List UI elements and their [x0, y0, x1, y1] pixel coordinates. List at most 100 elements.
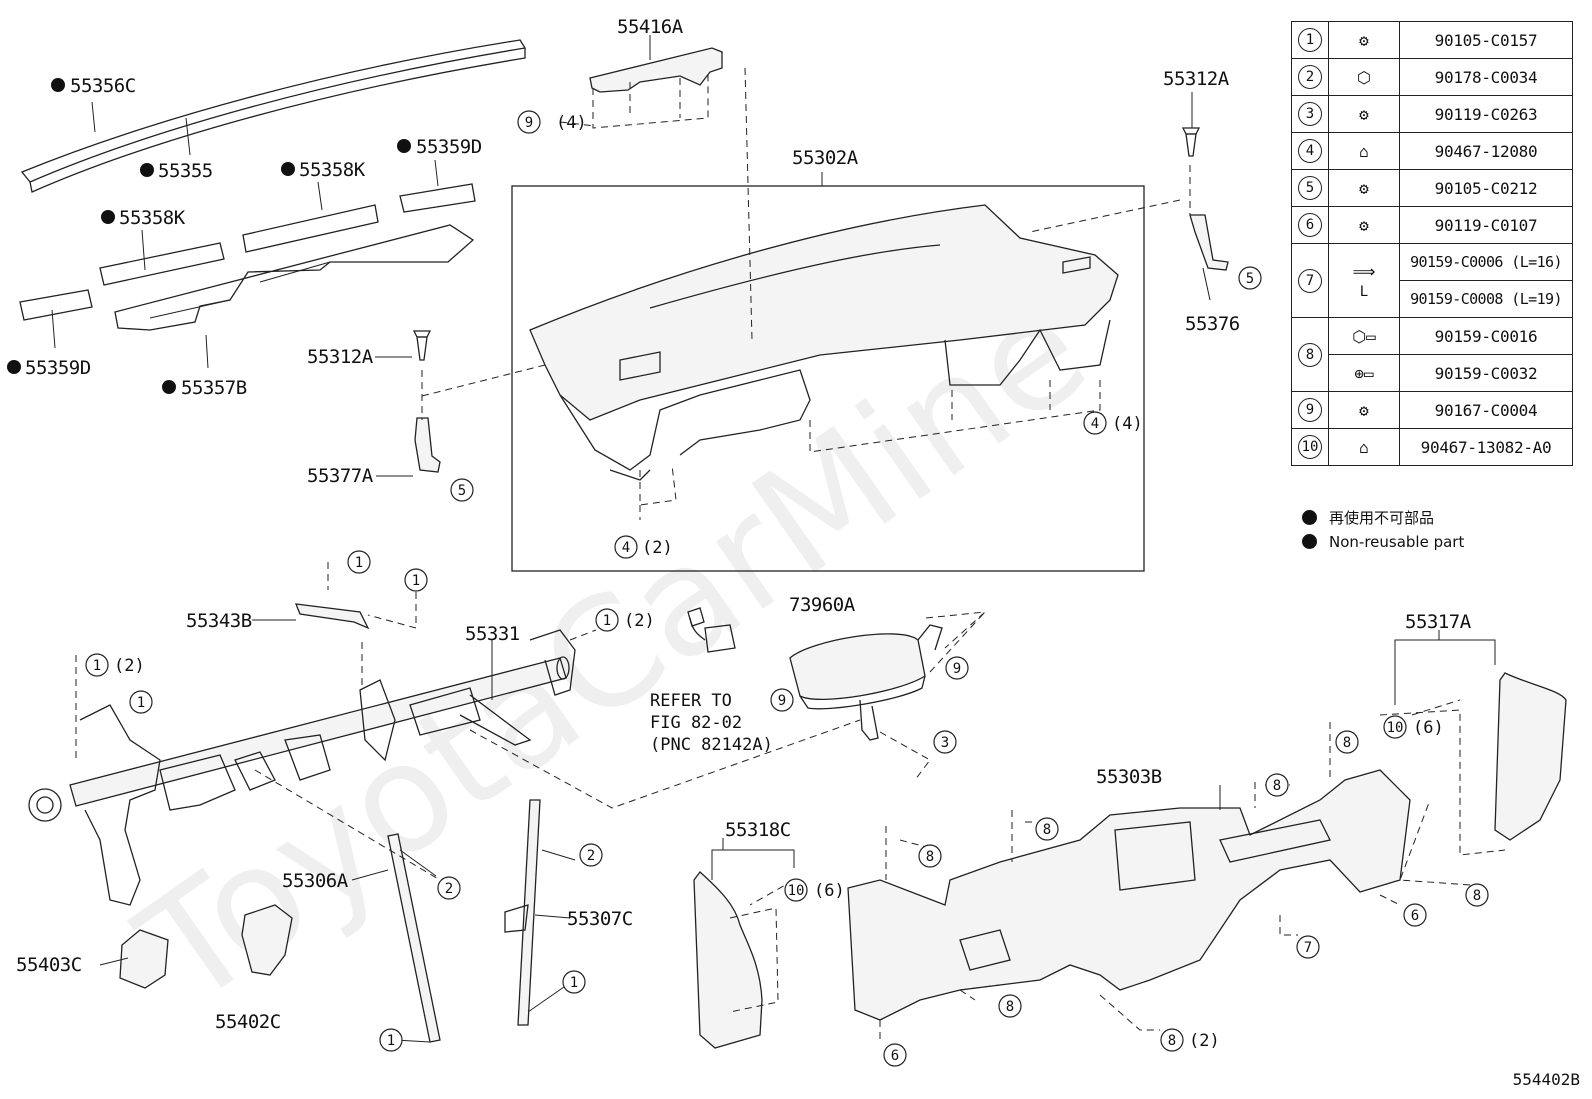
svg-text:8: 8	[1168, 1033, 1176, 1049]
cover-55402C	[241, 904, 293, 976]
callout-6-b: 6	[883, 1043, 907, 1067]
svg-text:1: 1	[93, 658, 101, 674]
legend-row: 90159-C0008 (L=19)	[1292, 280, 1573, 318]
label-55377A: 55377A	[307, 465, 374, 487]
pad-55358K-left	[99, 242, 225, 286]
svg-text:1: 1	[412, 573, 420, 589]
dashboard-panel	[529, 204, 1119, 481]
non-reusable-note-en: Non-reusable part	[1302, 533, 1464, 551]
callout-1-g: 1	[379, 1028, 403, 1052]
svg-text:5: 5	[1246, 271, 1254, 287]
bracket-55376	[1189, 214, 1229, 271]
svg-text:4: 4	[1091, 416, 1099, 432]
svg-text:(2): (2)	[642, 538, 673, 558]
fastener-legend-table: 1 ⚙ 90105-C0157 2 ⬡ 90178-C0034 3 ⚙ 9011…	[1291, 21, 1573, 466]
callout-10-right: 10 (6)	[1383, 715, 1444, 739]
bolt-icon: ⚙	[1359, 30, 1369, 50]
callout-5-right: 5	[1238, 266, 1262, 290]
legend-row: 5 ⚙ 90105-C0212	[1291, 169, 1573, 207]
svg-text:1: 1	[603, 613, 611, 629]
label-55318C: 55318C	[725, 819, 791, 841]
callout-9-airbag-right: 9	[945, 656, 969, 680]
assembly-box-55302A	[511, 185, 1145, 572]
svg-text:2: 2	[587, 848, 595, 864]
callout-8-e: 8	[1465, 883, 1489, 907]
legend-row: 9 ⚙ 90167-C0004	[1291, 391, 1573, 429]
legend-number: 9	[1298, 398, 1322, 422]
length-dimension: L	[1359, 283, 1369, 300]
label-55302A: 55302A	[792, 147, 859, 169]
bolt-icon: ⚙	[1359, 400, 1369, 420]
label-55312A-right: 55312A	[1163, 68, 1230, 90]
callout-8-f: 8	[998, 994, 1022, 1018]
callout-3: 3	[933, 730, 957, 754]
hex-screw-icon: ⬡▭	[1352, 326, 1376, 346]
svg-text:10: 10	[1387, 720, 1404, 736]
label-73960A: 73960A	[789, 594, 856, 616]
svg-text:9: 9	[953, 661, 961, 677]
reinforcement-beam-55331	[28, 629, 576, 906]
svg-text:1: 1	[387, 1033, 395, 1049]
bracket-55416A	[589, 47, 723, 93]
svg-text:8: 8	[1043, 822, 1051, 838]
callout-1-c: 1 (2)	[595, 608, 655, 632]
legend-number: 3	[1298, 102, 1322, 126]
legend-part-number: 90167-C0004	[1399, 391, 1573, 429]
screw-icon: ⟹	[1352, 261, 1376, 281]
legend-row: 3 ⚙ 90119-C0263	[1291, 95, 1573, 133]
legend-part-number: 90159-C0016	[1399, 317, 1573, 355]
bolt-icon: ⚙	[1359, 178, 1369, 198]
label-55403C: 55403C	[16, 954, 82, 976]
legend-number: 8	[1298, 342, 1322, 367]
svg-text:6: 6	[1411, 908, 1419, 924]
legend-part-number: 90119-C0263	[1399, 95, 1573, 133]
brace-55307C	[504, 799, 541, 1026]
refer-note-line3: (PNC 82142A)	[650, 735, 773, 755]
svg-text:8: 8	[926, 849, 934, 865]
callout-4-left: 4 (2)	[614, 535, 673, 559]
callout-1-d: 1 (2)	[85, 653, 145, 677]
label-55331: 55331	[465, 623, 520, 645]
legend-number: 1	[1298, 28, 1322, 52]
svg-text:9: 9	[525, 115, 533, 131]
pad-55358K-right	[242, 204, 379, 253]
label-55355: 55355	[158, 160, 213, 182]
label-55359D-a: 55359D	[416, 136, 482, 158]
label-55357B: 55357B	[181, 377, 247, 399]
svg-text:1: 1	[570, 975, 578, 991]
label-55303B: 55303B	[1096, 766, 1162, 788]
legend-row: 8 ⬡▭ 90159-C0016	[1291, 317, 1573, 392]
legend-number: 4	[1298, 139, 1322, 163]
legend-number: 5	[1298, 176, 1322, 200]
legend-part-number: 90178-C0034	[1399, 58, 1573, 96]
callout-9-airbag-left: 9	[770, 688, 794, 712]
non-reusable-dot-icon	[1302, 534, 1317, 549]
svg-text:1: 1	[137, 695, 145, 711]
legend-part-number: 90467-13082-A0	[1399, 428, 1573, 466]
label-55376: 55376	[1185, 313, 1240, 335]
legend-part-number: 90105-C0212	[1399, 169, 1573, 207]
legend-number: 6	[1298, 213, 1322, 237]
non-reusable-dot-icon	[1302, 510, 1317, 525]
legend-row: ⊕▭ 90159-C0032	[1292, 354, 1573, 392]
svg-text:8: 8	[1473, 888, 1481, 904]
label-55306A: 55306A	[282, 870, 349, 892]
svg-text:(4): (4)	[556, 113, 587, 133]
trim-strip-part	[20, 39, 527, 193]
side-panel-55317A	[1494, 672, 1567, 841]
callout-8-d: 8	[918, 844, 942, 868]
part-labels: 55356C 55355 55358K 55359D 55358K 55359D…	[7, 16, 1472, 1033]
label-55416A: 55416A	[617, 16, 684, 38]
callout-9-top: 9 (4)	[517, 110, 587, 134]
svg-text:10: 10	[788, 883, 805, 899]
label-55359D-b: 55359D	[25, 357, 91, 379]
callout-4-right: 4 (4)	[1083, 411, 1143, 435]
svg-text:3: 3	[941, 735, 949, 751]
callout-8-b: 8	[1265, 773, 1289, 797]
refer-note-line2: FIG 82-02	[650, 713, 742, 733]
legend-part-number: 90159-C0006 (L=16)	[1399, 243, 1573, 281]
callout-1-a: 1	[347, 550, 371, 574]
non-reusable-note-jp: 再使用不可部品	[1302, 507, 1434, 528]
legend-row: 6 ⚙ 90119-C0107	[1291, 206, 1573, 244]
